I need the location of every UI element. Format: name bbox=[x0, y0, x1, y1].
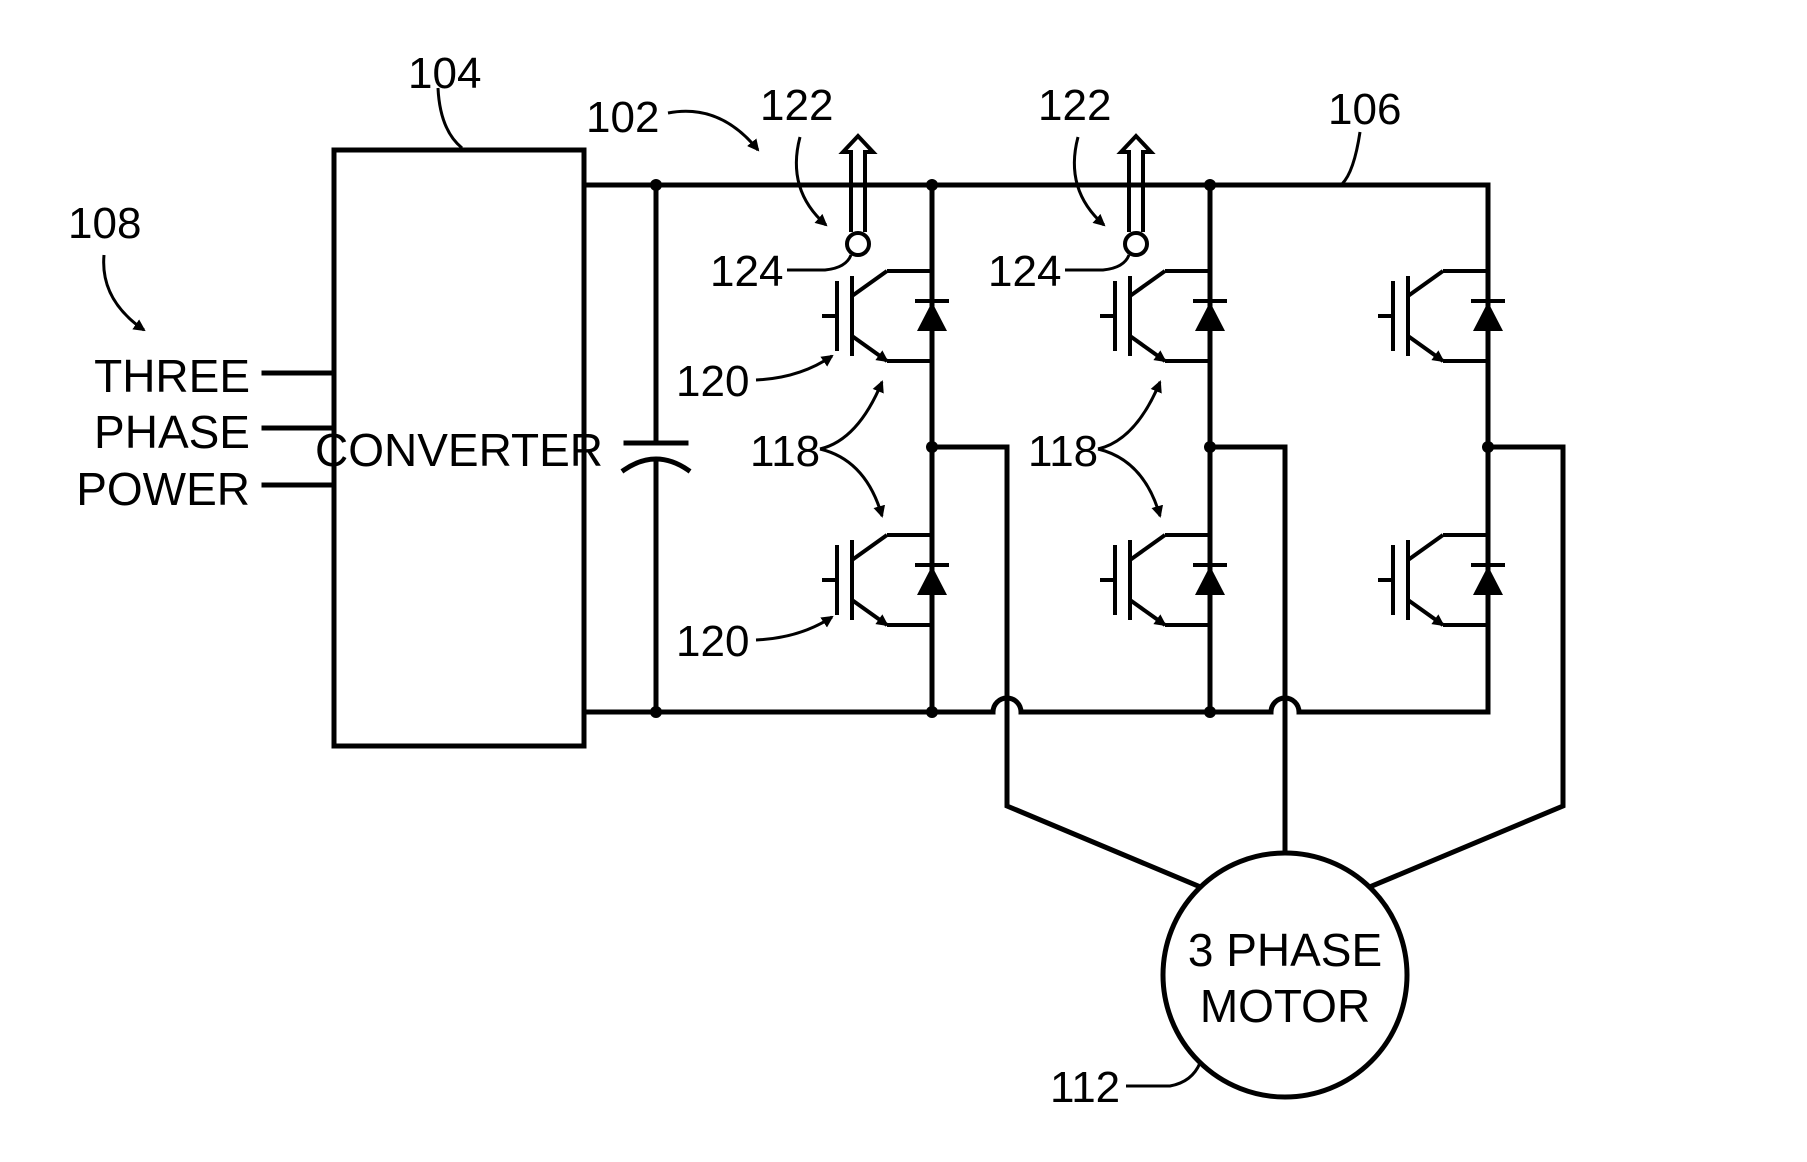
label-120-bottom: 120 bbox=[676, 617, 749, 666]
label-112: 112 bbox=[1050, 1063, 1120, 1112]
input-label-phase: PHASE bbox=[94, 406, 250, 458]
label-106: 106 bbox=[1328, 85, 1401, 134]
label-118-right: 118 bbox=[1028, 427, 1098, 476]
gate-signal-1 bbox=[843, 136, 873, 255]
motor-label-line1: 3 PHASE bbox=[1188, 924, 1382, 976]
label-118-left: 118 bbox=[750, 427, 820, 476]
label-122-right: 122 bbox=[1038, 81, 1111, 130]
label-122-left: 122 bbox=[760, 81, 833, 130]
converter-label: CONVERTER bbox=[315, 424, 603, 476]
label-120-top: 120 bbox=[676, 357, 749, 406]
input-label-power: POWER bbox=[76, 463, 250, 515]
input-label-three: THREE bbox=[94, 350, 250, 402]
label-108: 108 bbox=[68, 199, 141, 248]
label-124-left: 124 bbox=[710, 247, 783, 296]
label-124-right: 124 bbox=[988, 247, 1061, 296]
label-104: 104 bbox=[408, 49, 481, 98]
gate-signal-2 bbox=[1121, 136, 1151, 255]
label-102: 102 bbox=[586, 93, 659, 142]
motor-feed-lines bbox=[932, 447, 1563, 886]
motor-label-line2: MOTOR bbox=[1200, 980, 1370, 1032]
